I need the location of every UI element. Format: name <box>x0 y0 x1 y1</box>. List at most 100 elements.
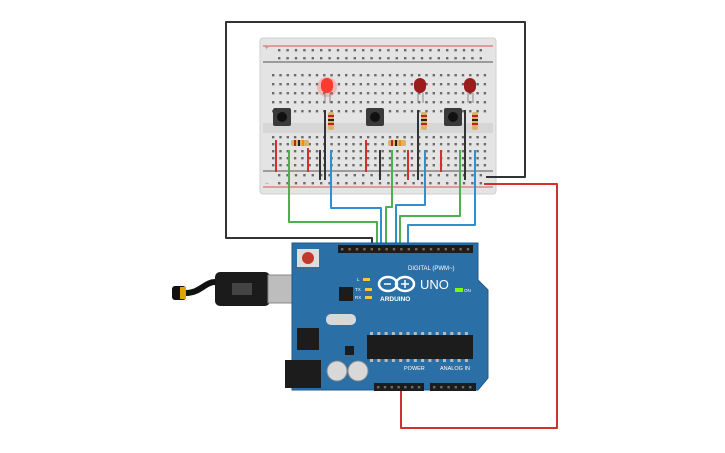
resistor-button-1[interactable] <box>291 140 309 146</box>
breadboard-hole <box>388 110 392 113</box>
breadboard-hole <box>476 92 479 95</box>
rail-hole <box>353 174 356 177</box>
breadboard-hole <box>439 74 443 77</box>
pushbutton-2[interactable] <box>366 108 384 126</box>
ic-pin <box>384 359 388 362</box>
rail-hole <box>303 57 306 60</box>
wire-green-2[interactable] <box>385 150 393 248</box>
wire-5v-red[interactable] <box>400 183 558 429</box>
led-1-on[interactable] <box>317 77 337 103</box>
digital-header[interactable] <box>338 245 473 253</box>
breadboard-holes <box>272 74 487 167</box>
rail-hole <box>454 182 457 185</box>
breadboard-hole <box>418 101 421 104</box>
rail-hole <box>345 174 348 177</box>
breadboard-hole <box>461 92 465 95</box>
breadboard-hole <box>301 150 304 153</box>
breadboard-hole <box>461 74 465 77</box>
breadboard-hole <box>410 74 414 77</box>
breadboard-hole <box>293 150 297 153</box>
breadboard-hole <box>352 83 355 86</box>
wire-gnd-black[interactable] <box>225 21 526 248</box>
breadboard-hole <box>286 83 289 86</box>
rail-hole <box>353 49 356 52</box>
breadboard-hole <box>345 143 348 146</box>
rail-hole <box>311 49 314 52</box>
rail-hole <box>395 174 398 177</box>
wire-green-1[interactable] <box>288 150 378 248</box>
arduino-uno-board[interactable]: ARDUINO UNO DIGITAL (PWM~) POWER ANALOG … <box>285 242 489 391</box>
rail-hole <box>437 57 440 60</box>
ic-pin <box>413 359 417 362</box>
resistor-button-2[interactable] <box>388 140 406 146</box>
breadboard-hole <box>447 136 450 139</box>
breadboard-hole <box>425 164 428 167</box>
tx-label: TX <box>355 287 361 292</box>
pushbutton-3[interactable] <box>444 108 462 126</box>
breadboard-hole <box>359 150 362 153</box>
capacitor-1 <box>326 360 348 382</box>
breadboard-hole <box>381 74 384 77</box>
breadboard-hole <box>301 110 304 113</box>
rail-hole <box>429 49 432 52</box>
breadboard-hole <box>337 150 341 153</box>
rail-hole <box>446 182 449 185</box>
header-pin <box>397 386 400 389</box>
breadboard-hole <box>432 136 435 139</box>
resistor-led-2[interactable] <box>421 112 427 130</box>
breadboard-hole <box>352 157 355 160</box>
analog-header[interactable] <box>430 383 476 391</box>
rail-hole <box>278 182 281 185</box>
breadboard-hole <box>315 92 319 95</box>
l-led <box>363 278 370 281</box>
breadboard-hole <box>403 150 406 153</box>
header-pin <box>437 248 440 251</box>
breadboard-hole <box>461 150 465 153</box>
breadboard-hole <box>345 157 348 160</box>
breadboard-hole <box>308 83 311 86</box>
breadboard-hole <box>432 143 435 146</box>
breadboard-hole <box>454 143 457 146</box>
header-pin <box>383 386 387 389</box>
breadboard-hole <box>432 101 435 104</box>
resistor-led-1[interactable] <box>328 112 334 130</box>
pushbutton-1[interactable] <box>273 108 291 126</box>
breadboard-hole <box>410 101 414 104</box>
led-2-off[interactable] <box>414 78 426 103</box>
breadboard-hole <box>279 74 282 77</box>
led-3-off[interactable] <box>464 78 476 103</box>
wire-blue-2[interactable] <box>395 150 426 248</box>
breadboard-hole <box>410 110 414 113</box>
header-pin <box>447 386 450 389</box>
usb-cable[interactable] <box>172 272 319 306</box>
power-header-label: POWER <box>404 366 425 372</box>
breadboard-hole <box>432 164 435 167</box>
breadboard-hole <box>315 157 319 160</box>
breadboard-hole <box>286 136 289 139</box>
breadboard-hole <box>308 143 311 146</box>
breadboard-hole <box>352 92 355 95</box>
voltage-regulator <box>297 328 319 350</box>
reset-button[interactable] <box>302 252 314 264</box>
wire-blue-3[interactable] <box>407 150 476 248</box>
ic-pin <box>464 332 468 335</box>
ic-pin <box>457 359 461 362</box>
rail-hole <box>294 182 298 185</box>
usb-symbol-icon <box>232 283 252 295</box>
breadboard-hole <box>374 92 377 95</box>
breadboard-hole <box>483 136 487 139</box>
breadboard-hole <box>418 74 421 77</box>
resistor-led-3[interactable] <box>472 112 478 130</box>
breadboard-hole <box>469 150 472 153</box>
rail-hole <box>412 174 415 177</box>
rail-hole <box>378 182 382 185</box>
breadboard-hole <box>483 74 487 77</box>
wire-green-3[interactable] <box>399 150 461 248</box>
rail-hole <box>420 49 424 52</box>
wire-blue-1[interactable] <box>330 150 382 248</box>
breadboard-hole <box>418 164 421 167</box>
rail-hole <box>412 182 415 185</box>
header-pin <box>407 248 410 251</box>
rail-hole <box>286 174 289 177</box>
breadboard-hole <box>483 164 487 167</box>
